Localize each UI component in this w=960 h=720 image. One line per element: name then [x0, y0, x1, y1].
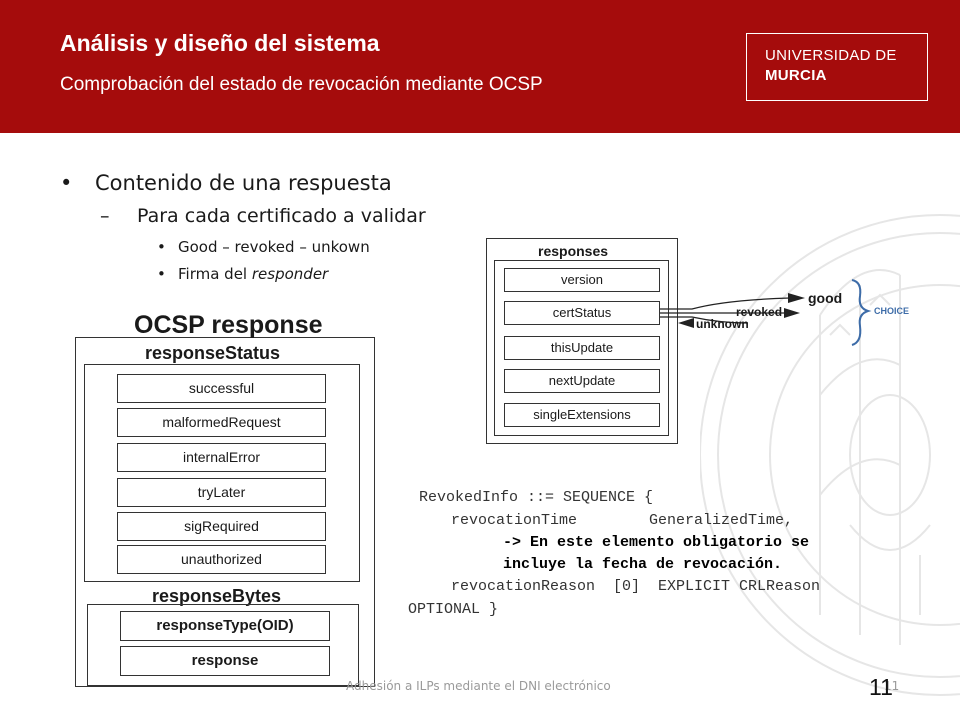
bullet-text: Para cada certificado a validar: [137, 205, 426, 227]
slide-subtitle: Comprobación del estado de revocación me…: [60, 74, 543, 95]
status-item: internalError: [117, 443, 326, 472]
bullet-text: Good – revoked – unkown: [178, 238, 370, 256]
bytes-item: responseType(OID): [120, 611, 330, 641]
university-logo: UNIVERSIDAD DE MURCIA: [746, 33, 928, 101]
university-seal-watermark: [700, 214, 960, 696]
footer-text: Adhesión a ILPs mediante el DNI electrón…: [346, 679, 611, 693]
unknown-label: unknown: [696, 317, 749, 331]
responses-title: responses: [538, 243, 609, 259]
responses-item: nextUpdate: [504, 369, 660, 393]
revoked-label: revoked: [736, 305, 783, 319]
responses-frame: [486, 238, 678, 444]
bullet-dot-icon: •: [157, 265, 166, 283]
response-status-box: [84, 364, 360, 582]
bullet-dot-icon: •: [60, 171, 73, 195]
bullet-text: Contenido de una respuesta: [95, 171, 392, 195]
responses-item: singleExtensions: [504, 403, 660, 427]
code-line: OPTIONAL }: [408, 601, 499, 618]
slide-header: Análisis y diseño del sistema Comprobaci…: [0, 0, 960, 133]
response-bytes-box: [87, 604, 359, 686]
bullet-dot-icon: •: [157, 238, 166, 256]
status-item: malformedRequest: [117, 408, 326, 437]
ocsp-figure-title: OCSP response: [134, 311, 323, 339]
bullet-text-italic: responder: [251, 265, 329, 283]
bytes-item: response: [120, 646, 330, 676]
logo-line-2: MURCIA: [765, 67, 827, 84]
responses-item: version: [504, 268, 660, 292]
responses-inner-box: [494, 260, 669, 436]
bullet-text-prefix: Firma del: [178, 265, 252, 283]
bullet-dash-icon: –: [100, 205, 110, 227]
slide-title: Análisis y diseño del sistema: [60, 30, 380, 56]
slide-number: 11: [869, 674, 893, 700]
responses-item: certStatus: [504, 301, 660, 325]
code-line-comment: incluye la fecha de revocación.: [503, 556, 783, 573]
responses-item: thisUpdate: [504, 336, 660, 360]
code-line: RevokedInfo ::= SEQUENCE {: [419, 489, 654, 506]
status-item: unauthorized: [117, 545, 326, 574]
status-item: tryLater: [117, 478, 326, 507]
response-status-title: responseStatus: [145, 343, 281, 363]
bullet-text: Firma del responder: [178, 265, 328, 283]
response-bytes-title: responseBytes: [152, 586, 282, 606]
choice-label: CHOICE: [874, 306, 910, 316]
logo-line-1: UNIVERSIDAD DE: [765, 47, 897, 64]
status-item: successful: [117, 374, 326, 403]
status-item: sigRequired: [117, 512, 326, 541]
code-line-comment: -> En este elemento obligatorio se: [503, 534, 810, 551]
code-line: revocationTime GeneralizedTime,: [451, 512, 794, 529]
code-line: revocationReason [0] EXPLICIT CRLReason: [451, 578, 821, 595]
footer-slide-number: 11: [884, 679, 900, 693]
choice-brace-icon: [851, 279, 872, 346]
good-label: good: [808, 290, 843, 306]
